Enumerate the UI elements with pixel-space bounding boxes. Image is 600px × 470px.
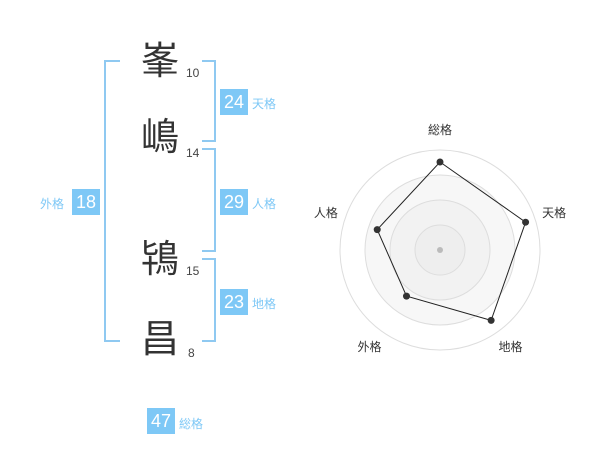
name-char-4: 昌 (141, 317, 180, 361)
gaikaku-value: 18 (72, 189, 100, 215)
gaikaku-bracket (104, 60, 120, 342)
radar-points (373, 158, 530, 324)
radar-axis-label: 外格 (357, 339, 381, 354)
soukaku-label: 総格 (179, 417, 204, 431)
chikaku-bracket (202, 258, 216, 342)
jinkaku-value: 29 (220, 189, 248, 215)
soukaku-value: 47 (147, 408, 175, 434)
radar-point (436, 158, 444, 166)
stroke-count-3: 15 (186, 264, 200, 278)
name-char-3: 鴇 (141, 237, 180, 281)
radar-axis-label: 天格 (542, 205, 566, 220)
chikaku-value: 23 (220, 289, 248, 315)
jinkaku-label: 人格 (252, 197, 277, 211)
radar-point (373, 226, 381, 234)
radar-point (487, 316, 495, 324)
radar-axis-label: 地格 (499, 339, 523, 354)
radar-center-dot (437, 247, 443, 253)
name-char-1: 峯 (141, 39, 180, 83)
radar-axis-label: 総格 (428, 122, 452, 137)
gaikaku-label: 外格 (40, 197, 65, 211)
stroke-count-2: 14 (186, 146, 200, 160)
radar-axis-label: 人格 (314, 205, 338, 220)
tenkaku-bracket (202, 60, 216, 142)
name-char-2: 嶋 (141, 115, 180, 159)
radar-point (402, 292, 410, 300)
radar-point (522, 218, 530, 226)
stroke-count-1: 10 (186, 66, 200, 80)
jinkaku-bracket (202, 148, 216, 252)
radar-polygon (376, 161, 527, 322)
chikaku-label: 地格 (252, 297, 277, 311)
stroke-count-4: 8 (188, 346, 195, 360)
tenkaku-value: 24 (220, 89, 248, 115)
tenkaku-label: 天格 (252, 97, 277, 111)
